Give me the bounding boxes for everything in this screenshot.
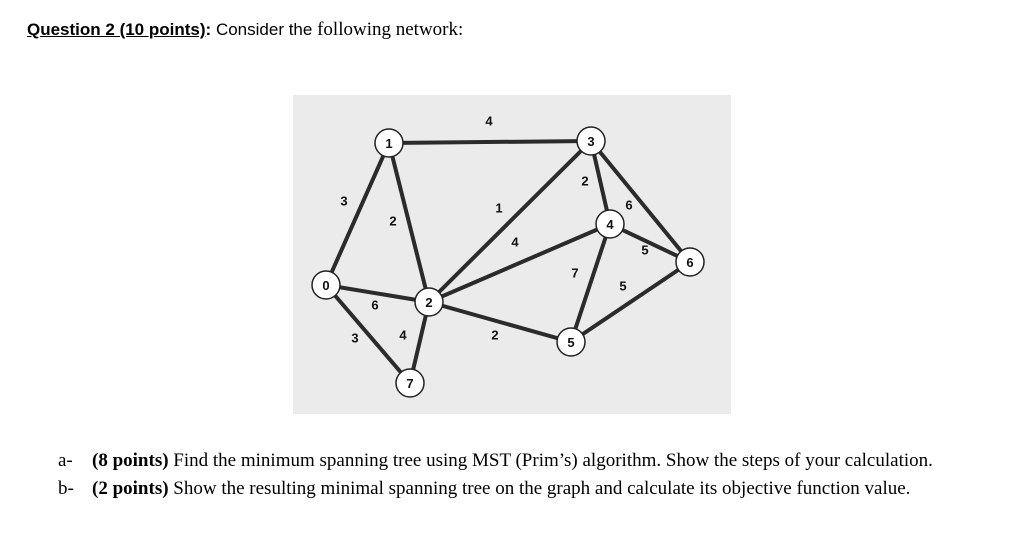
node-label-5: 5 <box>567 335 574 350</box>
edge-2-3 <box>427 139 593 304</box>
question-text: following network: <box>317 19 464 40</box>
node-4: 4 <box>595 209 625 239</box>
edge-weight-0-2: 6 <box>371 298 378 313</box>
node-label-1: 1 <box>385 136 392 151</box>
node-6: 6 <box>675 247 705 277</box>
node-circle-1 <box>374 128 404 158</box>
part-a-letter: a- <box>58 450 73 471</box>
edge-2-4 <box>427 222 612 304</box>
part-b-body: (2 points) Show the resulting minimal sp… <box>92 478 910 500</box>
edge-weight-4-5: 7 <box>571 266 578 281</box>
node-circle-3 <box>576 126 606 156</box>
question-label: Question 2 (10 points) <box>27 20 206 39</box>
edge-weight-1-2: 2 <box>389 214 396 229</box>
part-a-points: (8 points) <box>92 450 169 471</box>
edges-layer <box>324 139 692 385</box>
edge-weight-0-1: 3 <box>340 194 347 209</box>
edge-weight-0-7: 3 <box>351 331 358 346</box>
part-b-text: Show the resulting minimal spanning tree… <box>173 478 911 499</box>
node-label-7: 7 <box>406 376 413 391</box>
node-circle-7 <box>395 368 425 398</box>
edge-2-5 <box>427 300 573 344</box>
edge-weight-1-3: 4 <box>485 114 493 129</box>
node-5: 5 <box>556 327 586 357</box>
edge-1-3 <box>387 139 593 145</box>
edge-weight-2-5: 2 <box>491 328 498 343</box>
nodes-layer: 0 1 2 3 4 5 6 7 <box>311 126 705 398</box>
node-3: 3 <box>576 126 606 156</box>
edge-weight-3-4: 2 <box>581 174 588 189</box>
node-circle-0 <box>311 270 341 300</box>
part-a-text: Find the minimum spanning tree using MST… <box>173 450 933 471</box>
edge-5-6 <box>569 260 692 344</box>
node-label-2: 2 <box>425 295 432 310</box>
part-b-letter: b- <box>58 478 74 499</box>
question-lead-text: Consider the <box>215 20 313 39</box>
network-graph: 3 4 2 6 3 4 1 4 2 2 6 5 7 5 0 1 2 3 4 5 6 7 <box>311 114 705 398</box>
node-1: 1 <box>374 128 404 158</box>
edge-0-2 <box>324 283 431 304</box>
question-header: Question 2 (10 points): Consider the fol… <box>27 19 463 41</box>
node-label-3: 3 <box>587 134 594 149</box>
edge-weight-4-6: 5 <box>641 243 648 258</box>
edge-weight-2-3: 1 <box>495 201 502 216</box>
edge-3-6 <box>589 139 692 264</box>
node-circle-4 <box>595 209 625 239</box>
edge-4-5 <box>569 222 612 344</box>
edge-0-1 <box>324 141 391 287</box>
node-2: 2 <box>414 287 444 317</box>
part-a-body: (8 points) Find the minimum spanning tre… <box>92 450 933 472</box>
node-label-0: 0 <box>322 278 329 293</box>
part-b-points: (2 points) <box>92 478 169 499</box>
edge-weight-5-6: 5 <box>619 279 626 294</box>
edge-1-2 <box>387 141 431 304</box>
edge-0-7 <box>324 283 412 385</box>
edge-weight-3-6: 6 <box>625 198 632 213</box>
question-colon: : <box>205 20 212 39</box>
node-label-6: 6 <box>686 255 693 270</box>
weights-layer: 3 4 2 6 3 4 1 4 2 2 6 5 7 5 <box>340 114 648 346</box>
edge-weight-2-7: 4 <box>399 328 407 343</box>
edge-4-6 <box>608 222 692 264</box>
network-figure: 3 4 2 6 3 4 1 4 2 2 6 5 7 5 0 1 2 3 4 5 6 7 <box>293 95 731 414</box>
node-7: 7 <box>395 368 425 398</box>
node-0: 0 <box>311 270 341 300</box>
node-circle-5 <box>556 327 586 357</box>
node-label-4: 4 <box>606 217 614 232</box>
node-circle-2 <box>414 287 444 317</box>
node-circle-6 <box>675 247 705 277</box>
edge-weight-2-4: 4 <box>511 235 519 250</box>
